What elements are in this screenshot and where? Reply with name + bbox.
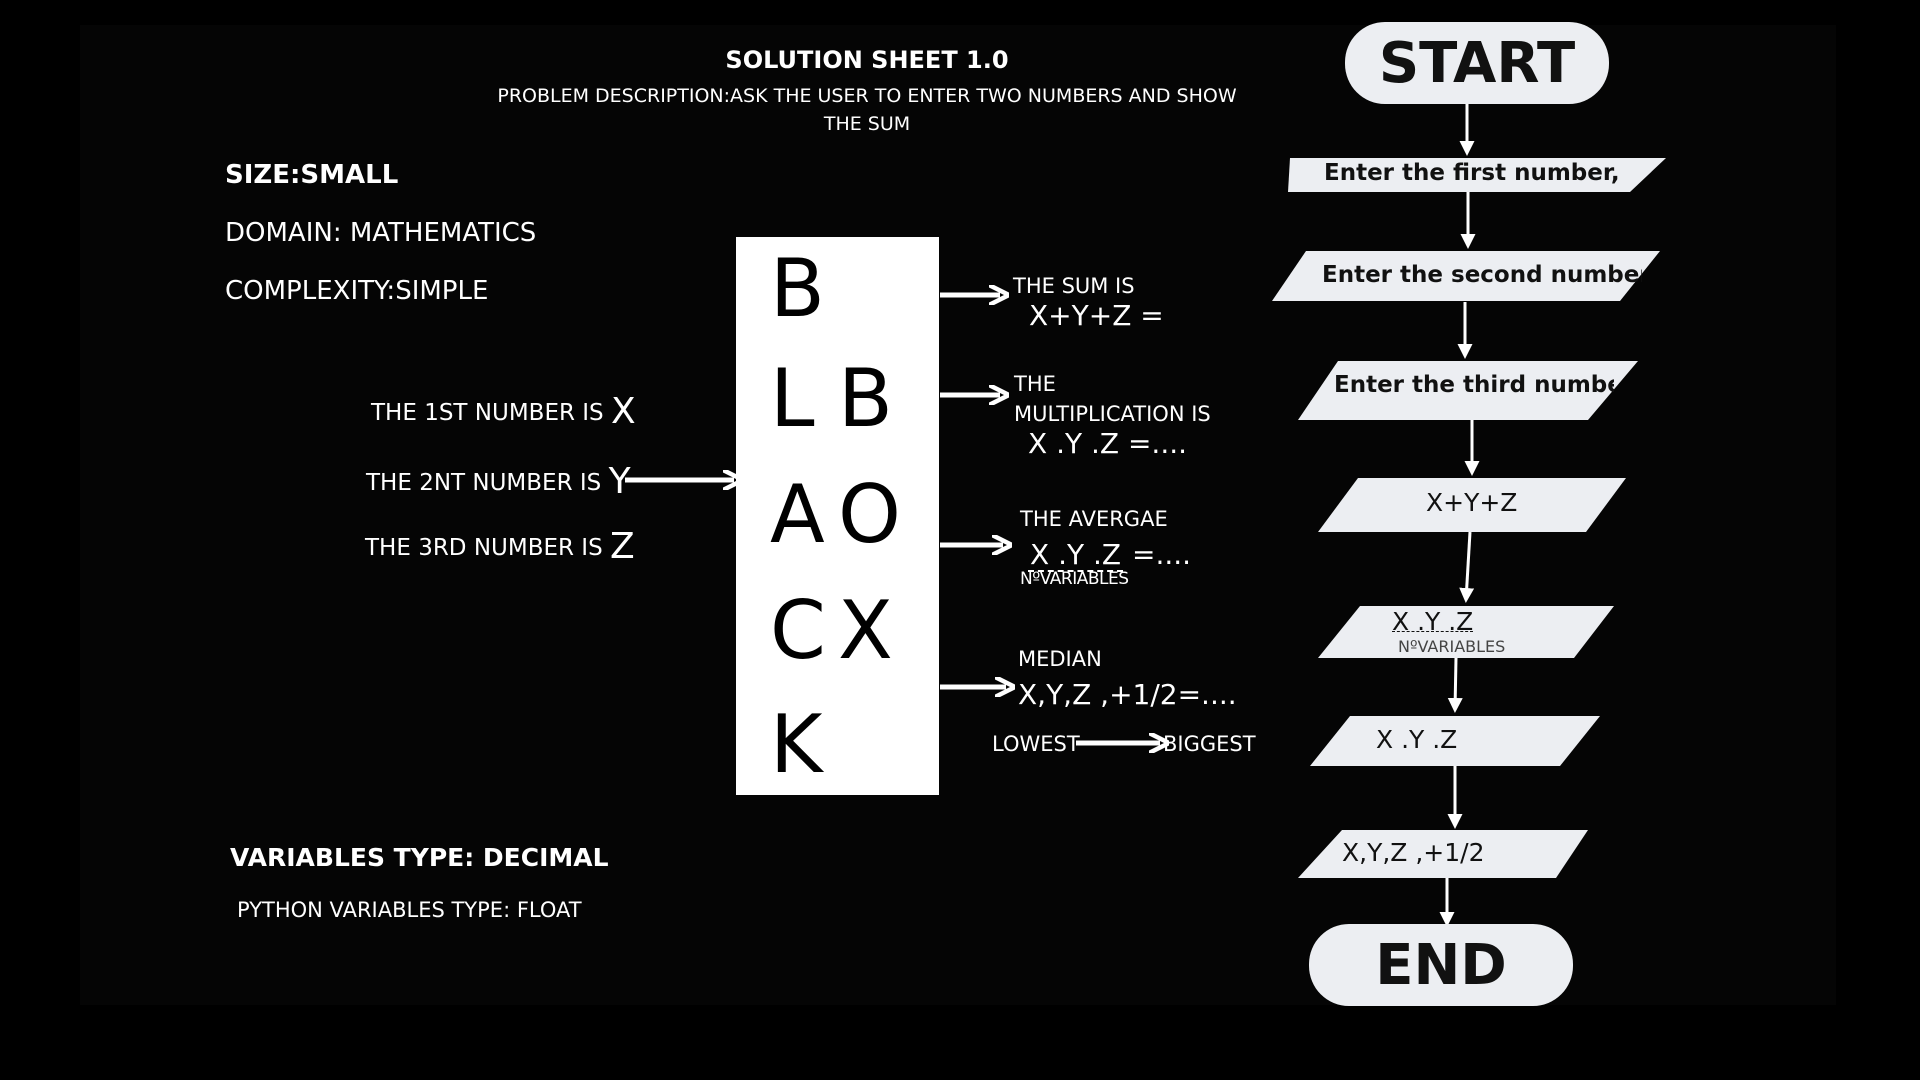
- black-box-letter: K: [770, 698, 823, 791]
- output-average-numerator: X .Y .Z: [1028, 538, 1124, 572]
- problem-description: PROBLEM DESCRIPTION:ASK THE USER TO ENTE…: [490, 82, 1244, 138]
- input-y-text: THE 2NT NUMBER IS: [366, 470, 602, 496]
- black-box-letter: B: [838, 352, 893, 445]
- input-x-text: THE 1ST NUMBER IS: [371, 400, 604, 426]
- output-average: THE AVERGAE X .Y .Z =.... NºVARIABLES: [1020, 504, 1191, 594]
- output-sum-formula: X+Y+Z =: [1029, 299, 1164, 332]
- flow-step-3-shape: [1298, 361, 1638, 420]
- flow-step-5-shape: [1318, 606, 1614, 658]
- complexity-label: COMPLEXITY:SIMPLE: [225, 276, 489, 306]
- python-variables-type-label: PYTHON VARIABLES TYPE: FLOAT: [237, 898, 582, 922]
- flow-step-1-text: Enter the first number, X: [1324, 160, 1624, 186]
- flow-step-4-text: X+Y+Z: [1426, 488, 1518, 517]
- output-median-label: MEDIAN: [1018, 647, 1102, 671]
- black-box-letter: L: [770, 352, 815, 445]
- output-sum-label: THE SUM IS: [1013, 274, 1135, 298]
- black-box-letter: X: [838, 584, 893, 677]
- input-x-label: THE 1ST NUMBER IS X: [371, 391, 636, 432]
- output-multiplication-label-2: MULTIPLICATION IS: [1014, 402, 1211, 426]
- variables-type-label: VARIABLES TYPE: DECIMAL: [230, 843, 609, 872]
- input-z-label: THE 3RD NUMBER IS Z: [365, 526, 635, 567]
- output-median: MEDIAN X,Y,Z ,+1/2=....: [1018, 644, 1237, 710]
- flow-step-3-text: Enter the third number, Z: [1334, 372, 1614, 398]
- sheet-title: SOLUTION SHEET 1.0: [725, 46, 1009, 74]
- output-sum: THE SUM IS X+Y+Z =: [1013, 271, 1164, 331]
- input-y-label: THE 2NT NUMBER IS Y: [366, 461, 631, 502]
- flow-step-1-shape: [1288, 158, 1666, 192]
- input-z-text: THE 3RD NUMBER IS: [365, 535, 603, 561]
- output-multiplication: THE MULTIPLICATION IS X .Y .Z =....: [1014, 369, 1211, 459]
- flow-step-6-text: X .Y .Z: [1376, 725, 1458, 754]
- black-box-letter: B: [770, 242, 825, 335]
- median-lowest-label: LOWEST: [992, 732, 1080, 756]
- input-z-var: Z: [610, 526, 635, 567]
- flow-connector: [1459, 531, 1475, 603]
- flow-step-4-shape: [1318, 478, 1626, 532]
- output-average-label: THE AVERGAE: [1020, 507, 1168, 531]
- output-median-formula: X,Y,Z ,+1/2=....: [1018, 678, 1237, 711]
- flow-step-7-text: X,Y,Z ,+1/2: [1342, 838, 1485, 867]
- flow-step-7-shape: [1298, 830, 1588, 878]
- median-biggest-label: BIGGEST: [1163, 732, 1256, 756]
- problem-description-line-2: THE SUM: [823, 113, 911, 135]
- output-average-equals: =....: [1123, 538, 1192, 571]
- black-box-letter: C: [770, 584, 826, 677]
- flow-connector: [1447, 657, 1463, 713]
- input-x-var: X: [610, 391, 636, 432]
- output-multiplication-formula: X .Y .Z =....: [1028, 427, 1188, 460]
- flow-step-6-shape: [1310, 716, 1600, 766]
- flow-step-5-denominator: NºVARIABLES: [1398, 637, 1506, 656]
- flow-step-2-text: Enter the second number, Y: [1322, 262, 1642, 288]
- problem-description-line-1: PROBLEM DESCRIPTION:ASK THE USER TO ENTE…: [497, 85, 1237, 107]
- output-multiplication-label-1: THE: [1014, 372, 1056, 396]
- black-box-letter: O: [838, 468, 901, 561]
- black-box-letter: A: [770, 468, 825, 561]
- input-y-var: Y: [608, 461, 631, 502]
- flow-step-2-shape: [1272, 251, 1660, 301]
- size-label: SIZE:SMALL: [225, 160, 399, 190]
- output-average-denominator: NºVARIABLES: [1020, 569, 1129, 589]
- flow-end: END: [1309, 924, 1573, 1006]
- black-box: B L A C K B O X: [736, 237, 939, 795]
- flow-step-5-numerator: X .Y .Z: [1392, 607, 1474, 636]
- domain-label: DOMAIN: MATHEMATICS: [225, 218, 537, 248]
- flow-start: START: [1345, 22, 1609, 104]
